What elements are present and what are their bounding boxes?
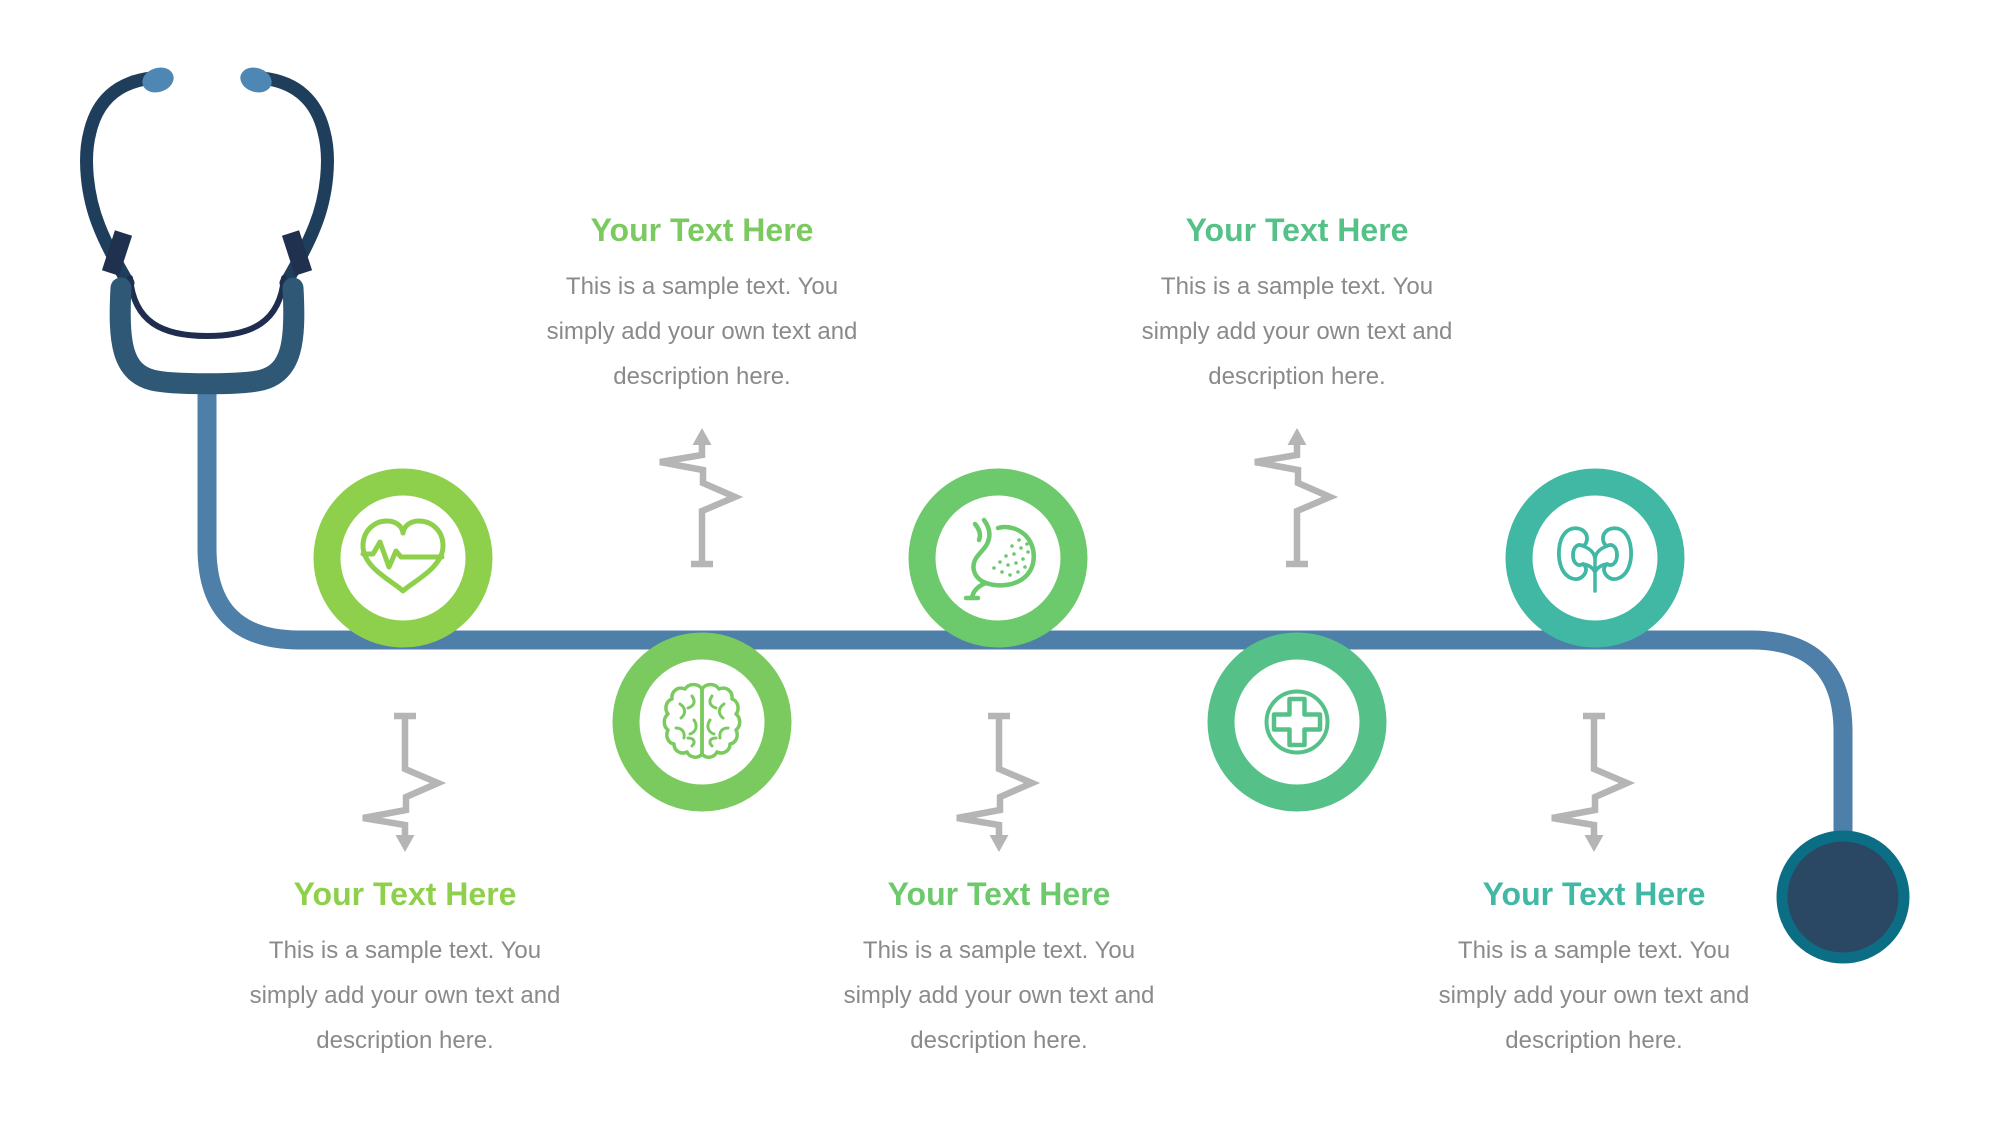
text-block-top-2: Your Text Here This is a sample text. Yo…	[1107, 212, 1487, 399]
earpiece-icon	[240, 67, 272, 93]
block-heading: Your Text Here	[590, 212, 814, 248]
block-body-line: This is a sample text. You	[1160, 273, 1434, 300]
block-body-line: description here.	[1505, 1027, 1683, 1054]
connector-arrow-up	[660, 428, 735, 564]
text-block-top-1: Your Text Here This is a sample text. Yo…	[512, 212, 892, 399]
block-body-line: simply add your own text and	[1438, 982, 1750, 1009]
block-body-line: simply add your own text and	[843, 982, 1155, 1009]
block-body-line: This is a sample text. You	[1457, 937, 1731, 964]
block-body-line: This is a sample text. You	[565, 273, 839, 300]
timeline-node-kidneys	[1505, 468, 1685, 648]
kidneys-icon	[1557, 526, 1633, 593]
brain-icon	[662, 682, 742, 759]
text-block-bottom-1: Your Text Here This is a sample text. Yo…	[215, 876, 595, 1063]
block-heading: Your Text Here	[1185, 212, 1409, 248]
block-body-line: description here.	[1208, 363, 1386, 390]
block-body-line: This is a sample text. You	[268, 937, 542, 964]
connector-arrow-down	[957, 716, 1032, 852]
connector-arrow-down	[363, 716, 438, 852]
block-body-line: description here.	[316, 1027, 494, 1054]
block-body-line: simply add your own text and	[249, 982, 561, 1009]
stomach-icon	[963, 517, 1036, 601]
block-body-line: description here.	[910, 1027, 1088, 1054]
block-heading: Your Text Here	[293, 876, 517, 912]
connector-arrow-down	[1552, 716, 1627, 852]
block-body-line: This is a sample text. You	[862, 937, 1136, 964]
heartbeat-icon	[360, 518, 446, 594]
timeline-node-heartbeat	[313, 468, 493, 648]
text-block-bottom-3: Your Text Here This is a sample text. Yo…	[1404, 876, 1784, 1063]
timeline-node-stomach	[908, 468, 1088, 648]
medical-cross-icon	[1264, 689, 1330, 755]
timeline-node-cross	[1207, 632, 1387, 812]
text-block-bottom-2: Your Text Here This is a sample text. Yo…	[809, 876, 1189, 1063]
block-body-line: simply add your own text and	[546, 318, 858, 345]
block-heading: Your Text Here	[1482, 876, 1706, 912]
earpiece-icon	[142, 67, 174, 93]
stethoscope-illustration	[80, 67, 334, 395]
block-heading: Your Text Here	[887, 876, 1111, 912]
connector-arrow-up	[1255, 428, 1330, 564]
block-body-line: simply add your own text and	[1141, 318, 1453, 345]
block-body-line: description here.	[613, 363, 791, 390]
timeline-node-brain	[612, 632, 792, 812]
stethoscope-chestpiece	[1776, 830, 1910, 964]
